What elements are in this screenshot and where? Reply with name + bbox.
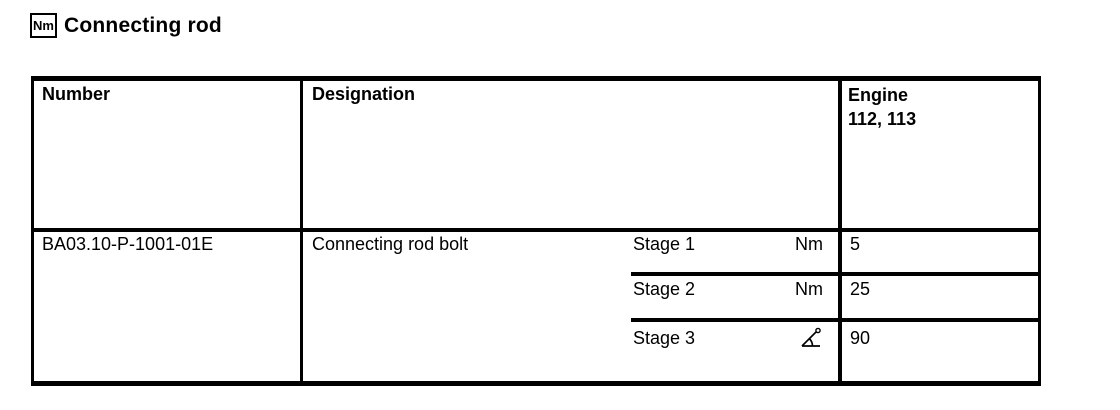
stage-1-unit: Nm xyxy=(795,234,823,254)
page-title: Connecting rod xyxy=(64,13,222,37)
column-header-designation: Designation xyxy=(312,84,416,104)
column-header-engine: Engine 112, 113 xyxy=(848,83,1028,131)
engine-header-line1: Engine xyxy=(848,85,909,105)
column-header-number: Number xyxy=(42,84,111,104)
stage-1-value: 5 xyxy=(850,234,861,254)
stage-2-label: Stage 2 xyxy=(633,279,696,299)
angle-degrees-icon xyxy=(801,327,821,347)
stage-2-value: 25 xyxy=(850,279,871,299)
stage-1-label: Stage 1 xyxy=(633,234,696,254)
table-border-top xyxy=(31,76,1041,81)
cell-designation: Connecting rod bolt xyxy=(312,234,469,254)
stage1-row-divider xyxy=(631,272,1041,276)
stage-3-label: Stage 3 xyxy=(633,328,696,348)
stage2-row-divider xyxy=(631,318,1041,322)
document-title-bar: Nm Connecting rod xyxy=(30,13,222,38)
engine-header-line2: 112, 113 xyxy=(848,109,917,129)
cell-document-number: BA03.10-P-1001-01E xyxy=(42,234,214,254)
torque-nm-icon: Nm xyxy=(30,13,57,38)
stage-2-unit: Nm xyxy=(795,279,823,299)
stage-3-value: 90 xyxy=(850,328,871,348)
table-border-bottom xyxy=(31,381,1041,386)
torque-spec-table: Number Designation Engine 112, 113 BA03.… xyxy=(31,76,1041,386)
header-row-divider xyxy=(31,228,1041,232)
stage-3-unit xyxy=(633,327,823,351)
